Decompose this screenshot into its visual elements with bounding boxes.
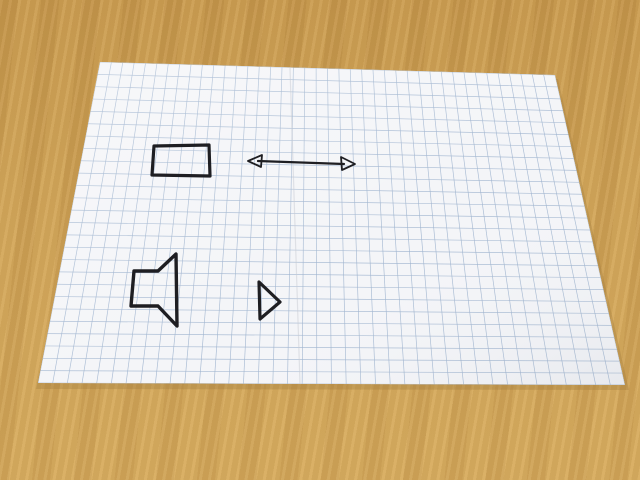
play-triangle-shape-icon: [257, 280, 282, 321]
rectangle-shape-icon: [150, 143, 212, 178]
paper-lighting: [38, 62, 625, 385]
paper-fold: [289, 67, 301, 385]
speaker-shape-icon: [129, 252, 179, 328]
double-arrow-shape-icon: [247, 154, 356, 171]
